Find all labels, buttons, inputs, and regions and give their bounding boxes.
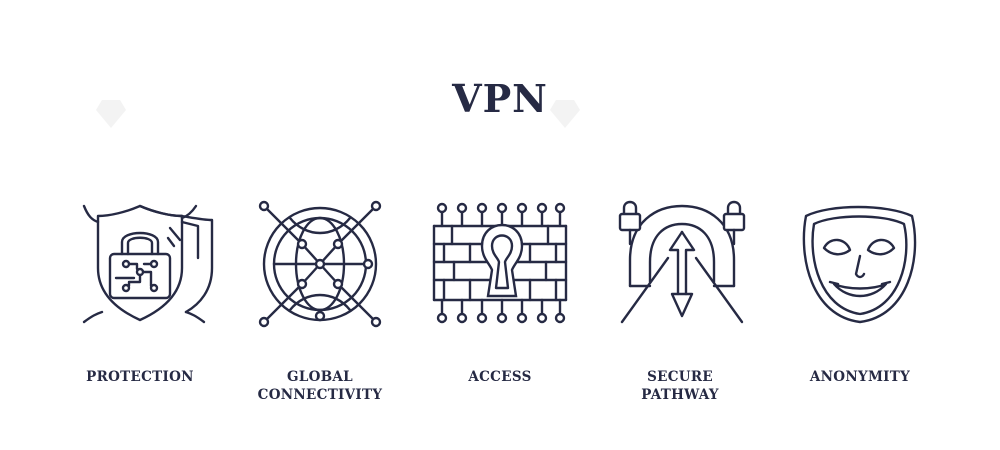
keyhole-circuit-icon bbox=[430, 198, 570, 328]
shield-lock-icon bbox=[76, 198, 216, 328]
theater-mask-icon bbox=[790, 198, 930, 328]
page-title: VPN bbox=[452, 76, 548, 121]
label-global-connectivity: GLOBAL CONNECTIVITY bbox=[257, 369, 383, 403]
globe-network-icon bbox=[250, 198, 390, 328]
label-secure-pathway: SECURE PATHWAY bbox=[641, 369, 719, 403]
label-protection: PROTECTION bbox=[86, 369, 194, 385]
watermark-logo bbox=[96, 100, 126, 128]
label-access: ACCESS bbox=[468, 369, 532, 385]
label-anonymity: ANONYMITY bbox=[809, 369, 911, 385]
watermark-logo bbox=[550, 100, 580, 128]
tunnel-arrows-icon bbox=[612, 198, 752, 328]
